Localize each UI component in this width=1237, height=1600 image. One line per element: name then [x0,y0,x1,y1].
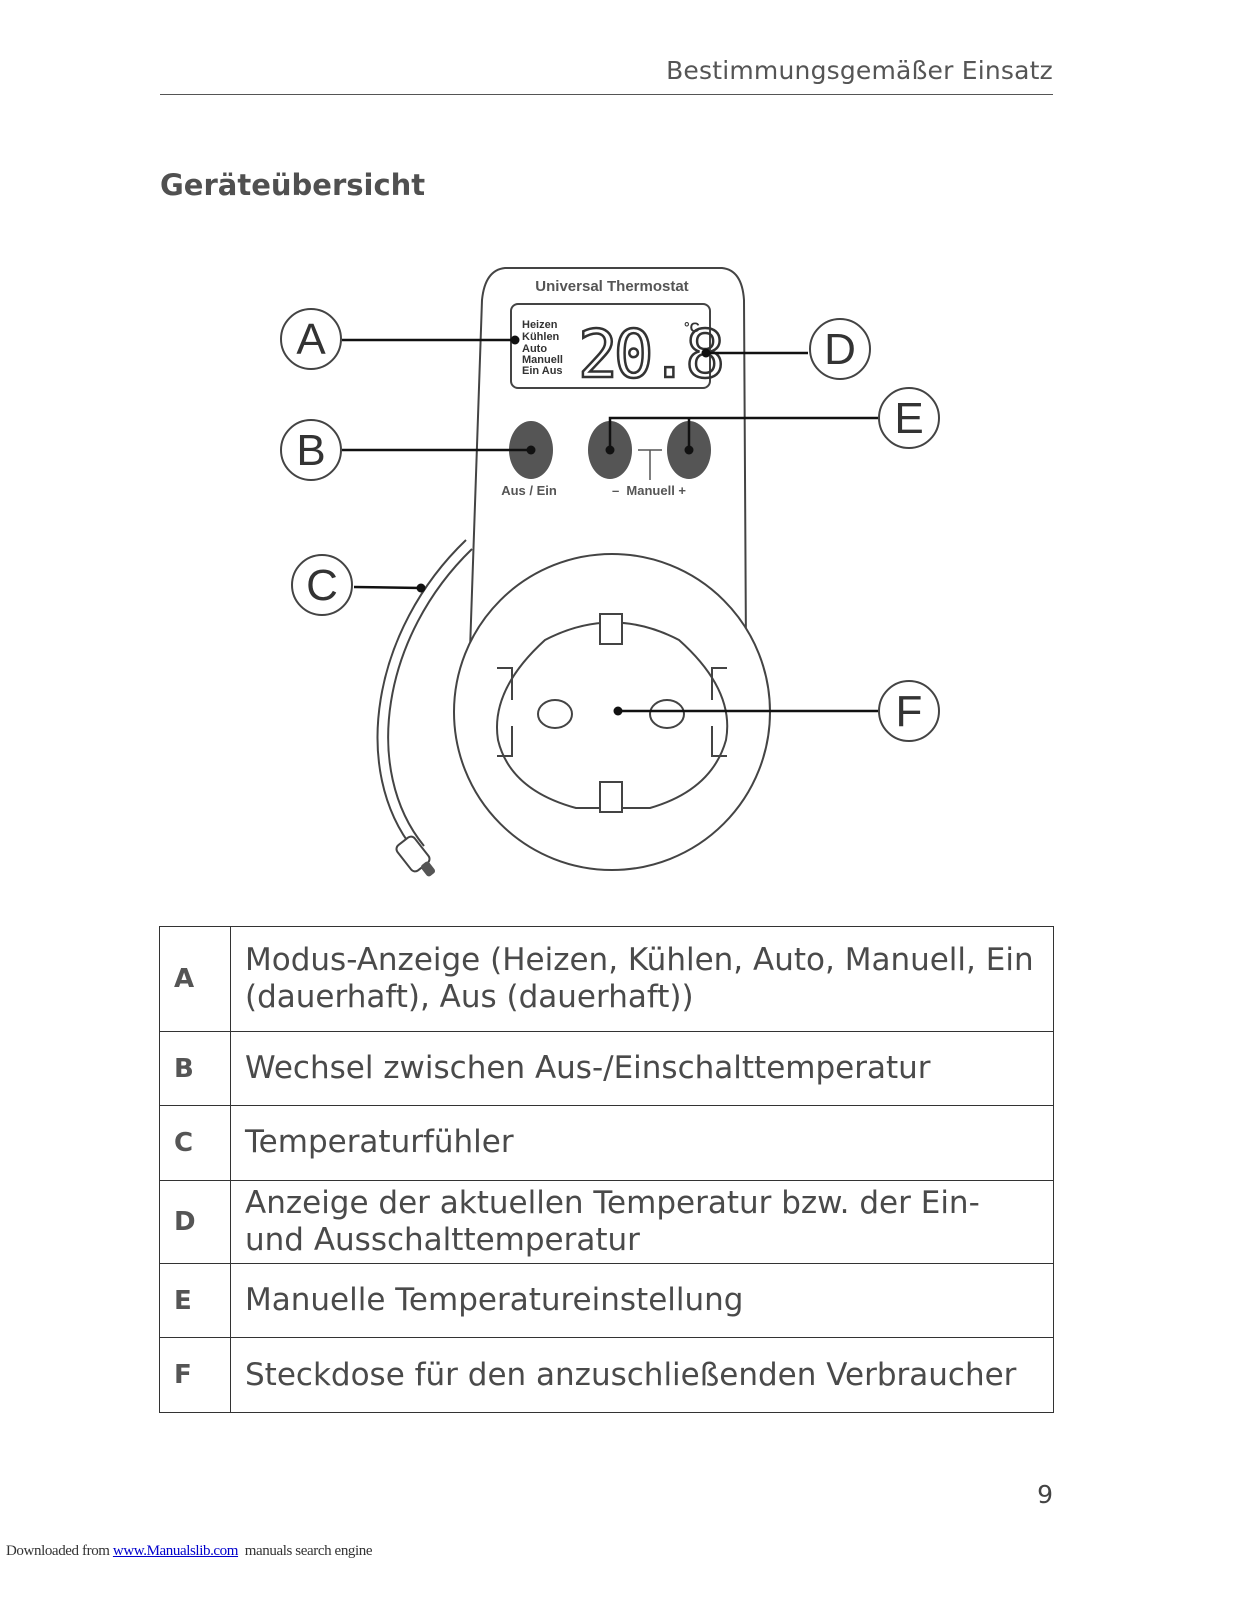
callout-c-circle [291,554,353,616]
power-button-label: Aus / Ein [501,483,557,498]
sensor-plug-icon [395,835,436,877]
legend-key: E [159,1263,231,1339]
temperature-unit: °C [684,319,700,335]
lcd-display [510,303,711,389]
socket-pin-hole-right [649,699,685,729]
legend-description: Steckdose für den anzuschließenden Verbr… [230,1337,1054,1414]
legend-key: F [159,1337,231,1414]
legend-table: A Modus-Anzeige (Heizen, Kühlen, Auto, M… [159,926,1054,1414]
callout-d-label: D [824,325,856,374]
mode-indicator-list: Heizen Kühlen Auto Manuell Ein Aus [522,319,563,377]
callout-e-label: E [894,394,923,443]
socket-bottom-clip [599,781,623,813]
callout-f-circle [878,680,940,742]
device-name: Universal Thermostat [535,278,688,295]
callout-b-circle [280,419,342,481]
legend-key: D [159,1179,231,1265]
legend-description: Manuelle Temperatureinstellung [230,1263,1054,1339]
sensor-cable [376,539,473,851]
table-row: C Temperaturfühler [159,1105,1054,1181]
table-row: B Wechsel zwischen Aus-/Einschalttempera… [159,1031,1054,1106]
socket-pin-hole-left [537,699,573,729]
download-footer: Downloaded from www.Manualslib.com manua… [6,1543,373,1560]
legend-description: Modus-Anzeige (Heizen, Kühlen, Auto, Man… [230,926,1054,1032]
section-title: Geräteübersicht [160,168,426,202]
manualslib-link[interactable]: www.Manualslib.com [112,1543,239,1559]
mode-manuell: Manuell [522,354,563,366]
socket-ground-right [711,667,727,757]
callout-f-label: F [896,687,923,736]
footer-prefix: Downloaded from [6,1543,113,1559]
socket-cavity [496,621,729,809]
running-header: Bestimmungsgemäßer Einsatz [666,56,1053,85]
mode-kuehlen: Kühlen [522,331,560,343]
legend-key: A [159,926,231,1032]
callout-a-circle [280,308,342,370]
table-row: E Manuelle Temperatureinstellung [159,1263,1054,1339]
callout-b-label: B [296,426,325,475]
table-row: F Steckdose für den anzuschließenden Ver… [159,1337,1054,1414]
table-row: A Modus-Anzeige (Heizen, Kühlen, Auto, M… [159,926,1054,1032]
callout-d-circle [809,318,871,380]
table-row: D Anzeige der aktuellen Temperatur bzw. … [159,1179,1054,1265]
callout-c-label: C [306,561,338,610]
callout-a-label: A [296,315,326,364]
manual-buttons-label: – Manuell + [612,483,686,498]
mode-heizen: Heizen [522,319,558,331]
callout-leader-dots [416,335,711,716]
legend-key: B [159,1031,231,1106]
manual-button-bracket [638,449,662,480]
legend-description: Temperaturfühler [230,1105,1054,1181]
header-rule [160,94,1053,95]
legend-key: C [159,1105,231,1181]
legend-description: Anzeige der aktuellen Temperatur bzw. de… [230,1179,1054,1265]
callout-leader-lines [342,338,878,713]
mode-auto: Auto [522,343,547,355]
callout-e-circle [878,387,940,449]
legend-description: Wechsel zwischen Aus-/Einschalttemperatu… [230,1031,1054,1106]
device-figure: Universal Thermostat Heizen Kühlen Auto … [0,240,1237,900]
page-number: 9 [1037,1480,1053,1509]
temperature-readout: 20.8 [578,316,721,393]
mode-ein-aus: Ein Aus [522,365,563,377]
socket-ground-left [497,667,513,757]
socket-top-clip [599,613,623,645]
footer-suffix: manuals search engine [238,1543,373,1559]
